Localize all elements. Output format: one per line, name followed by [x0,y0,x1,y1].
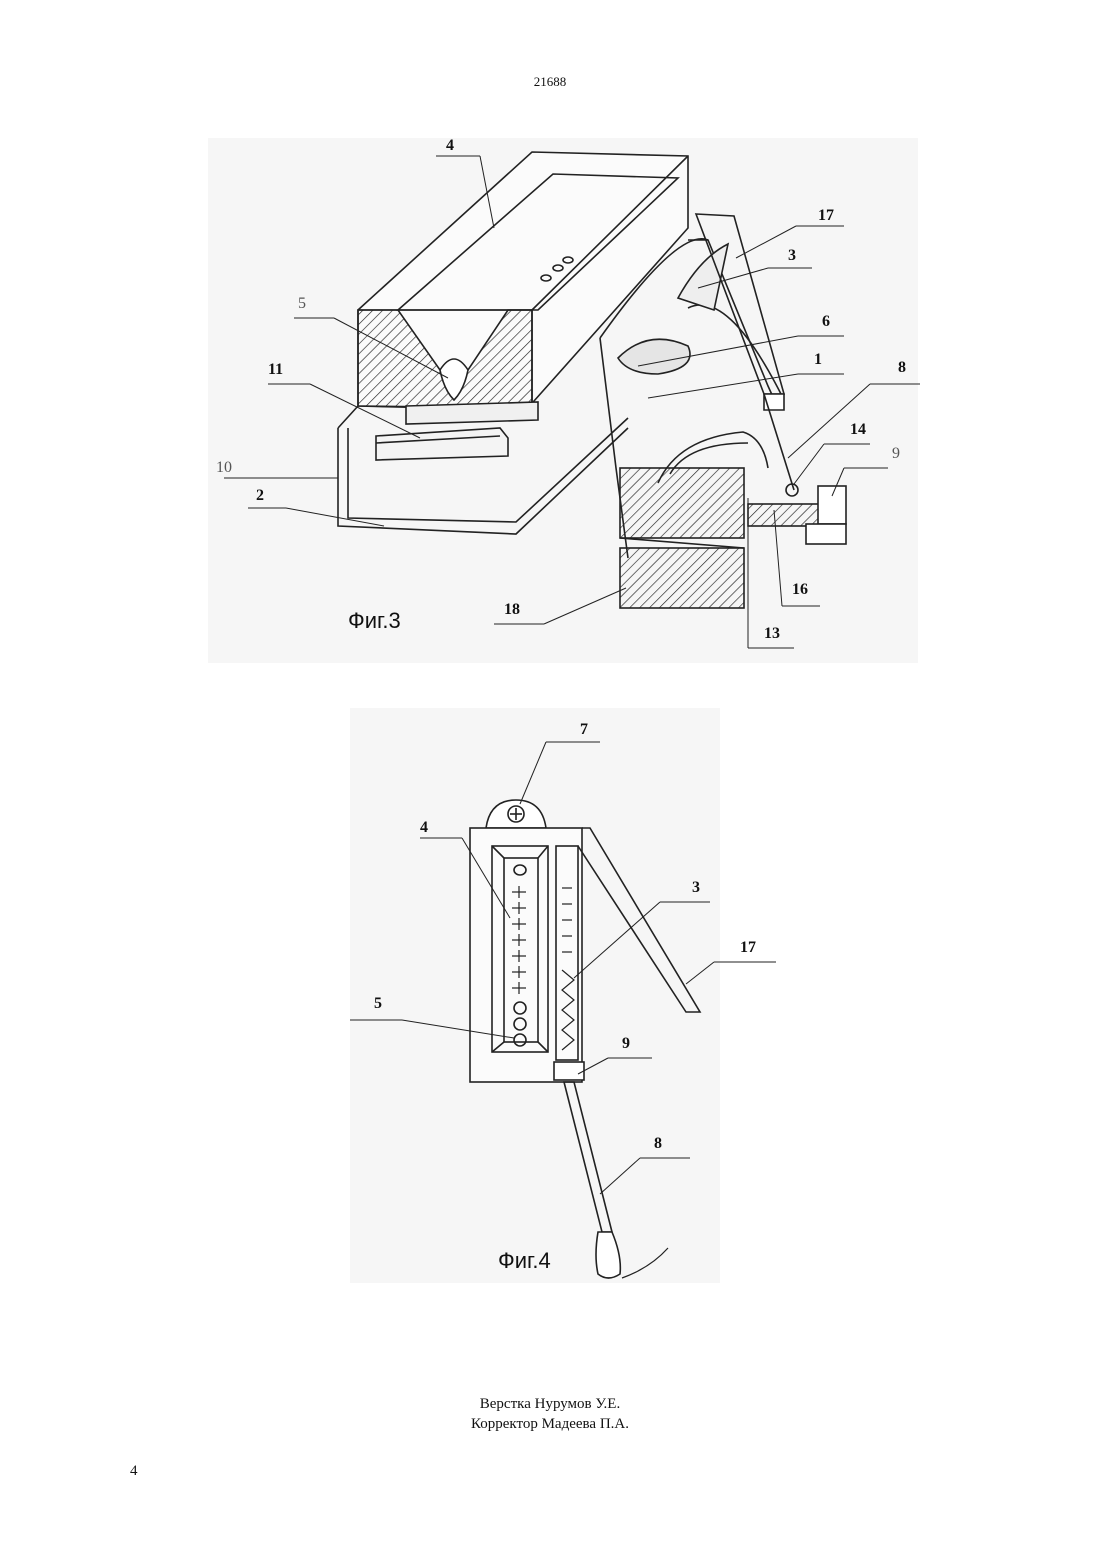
fig3-label-2: 2 [256,487,264,504]
document-number: 21688 [0,74,1100,90]
fig4-label-3: 3 [692,879,700,896]
fig3-label-10: 10 [216,459,232,476]
fig4-label-4: 4 [420,819,428,836]
fig3-label-9: 9 [892,445,900,462]
fig4-label-9: 9 [622,1035,630,1052]
fig3-label-3: 3 [788,247,796,264]
fig4-label-5: 5 [374,995,382,1012]
fig3-label-8: 8 [898,359,906,376]
fig3-label-4: 4 [446,137,454,154]
fig3-label-16: 16 [792,581,808,598]
fig3-label-17: 17 [818,207,834,224]
figure-4-drawing: 7 4 3 17 5 9 8 Фиг.4 [350,708,720,1283]
fig3-label-18: 18 [504,601,520,618]
fig4-label-8: 8 [654,1135,662,1152]
fig4-caption: Фиг.4 [498,1248,551,1273]
credits-block: Верстка Нурумов У.Е. Корректор Мадеева П… [0,1394,1100,1434]
proofreader-credit: Корректор Мадеева П.А. [0,1414,1100,1434]
figure-3: 4 17 3 6 1 8 14 9 5 11 10 2 16 13 18 Фиг… [208,138,918,663]
figure-4: 7 4 3 17 5 9 8 Фиг.4 [350,708,720,1283]
fig3-caption: Фиг.3 [348,608,401,633]
fig3-label-1: 1 [814,351,822,368]
figure-3-drawing: 4 17 3 6 1 8 14 9 5 11 10 2 16 13 18 Фиг… [208,138,918,663]
layout-credit: Верстка Нурумов У.Е. [0,1394,1100,1414]
fig4-label-7: 7 [580,721,588,738]
fig3-label-6: 6 [822,313,830,330]
fig4-label-17: 17 [740,939,756,956]
fig3-label-14: 14 [850,421,866,438]
fig3-label-11: 11 [268,361,283,378]
page-footer-number: 4 [130,1463,138,1480]
fig3-label-5: 5 [298,295,306,312]
fig3-label-13: 13 [764,625,780,642]
